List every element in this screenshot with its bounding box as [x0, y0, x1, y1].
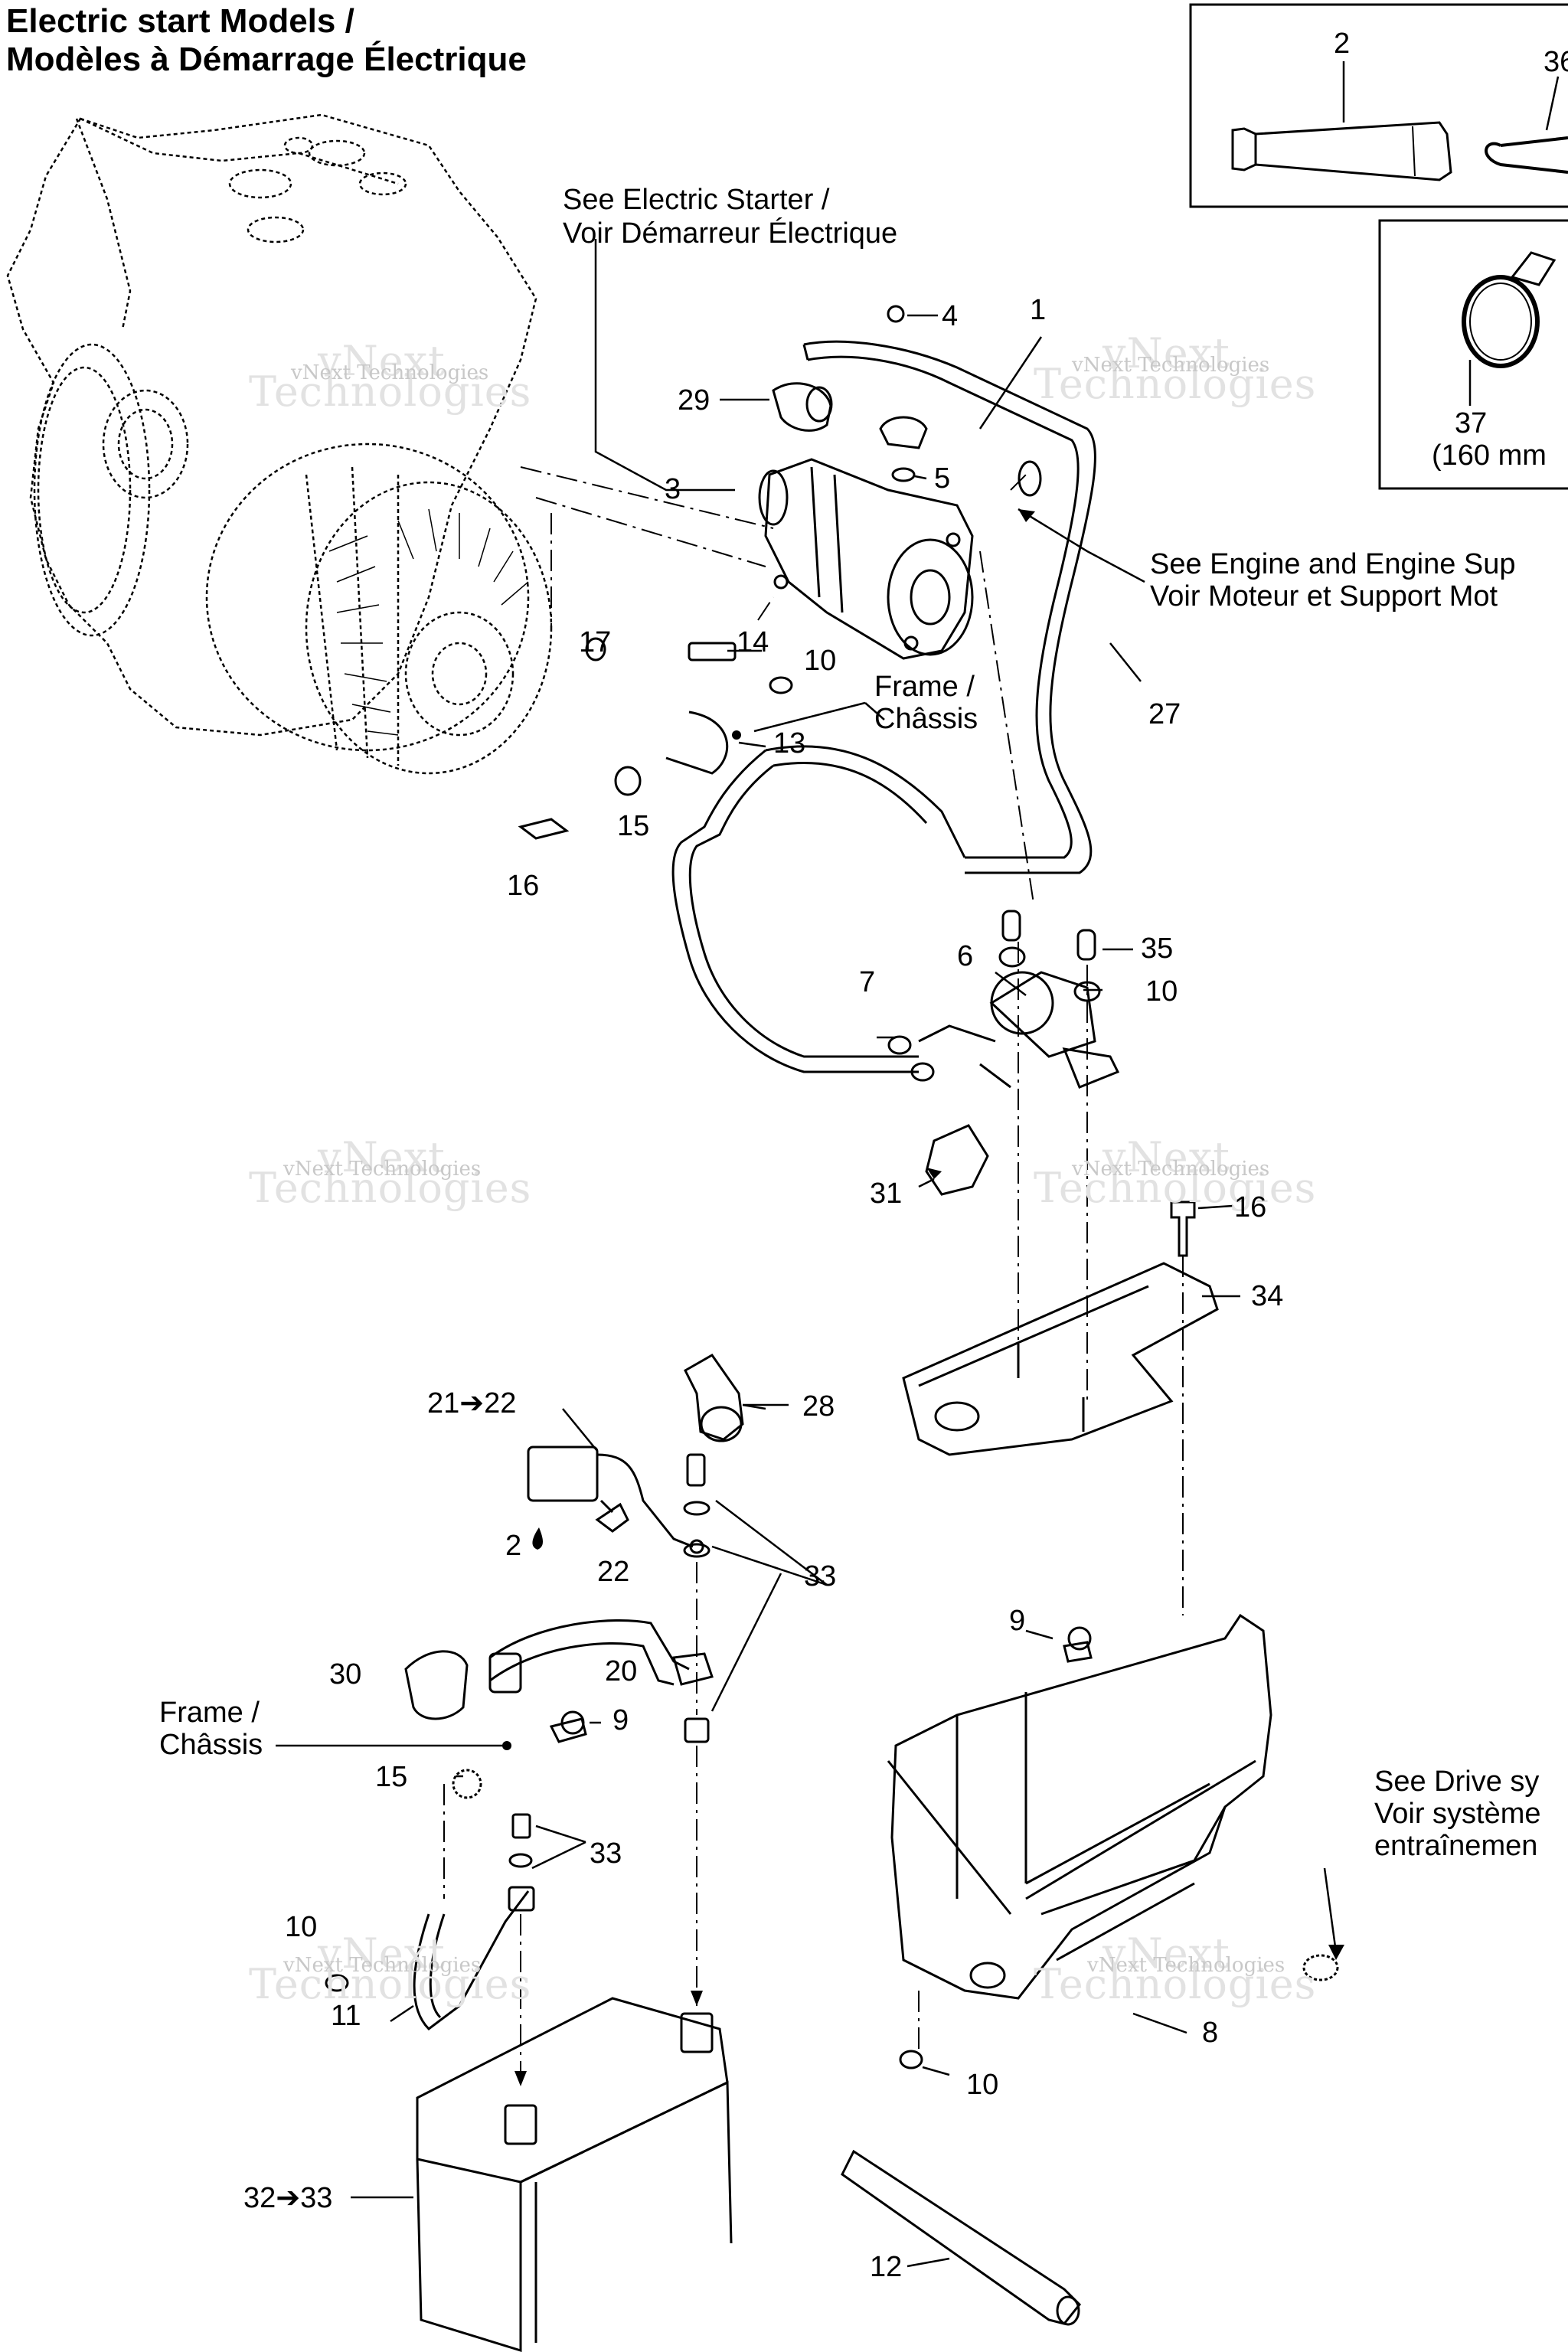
callout-12: 12	[870, 2251, 903, 2283]
inset-box-clamp	[1378, 219, 1568, 490]
callout-22: 22	[597, 1556, 630, 1588]
callout-33: 33	[590, 1838, 622, 1870]
callout-35: 35	[1141, 933, 1174, 965]
callout-17: 17	[579, 626, 612, 658]
note-engine-line2: Voir Moteur et Support Mot	[1150, 580, 1498, 612]
drive-ref-drawing	[1302, 1954, 1339, 1981]
callout-2: 2	[1334, 28, 1351, 60]
boot-28-drawing	[684, 1354, 744, 1442]
callout-16: 16	[1234, 1191, 1267, 1223]
callout-14: 14	[737, 626, 769, 658]
callout-10: 10	[966, 2069, 999, 2101]
bracket-34-drawing	[902, 1262, 1219, 1456]
callout-6: 6	[957, 940, 974, 972]
bolt-16b-drawing	[1170, 1200, 1196, 1257]
callout-31: 31	[870, 1178, 903, 1210]
engine-fan-fins	[328, 508, 529, 736]
solenoid-6-drawing	[887, 910, 1120, 1089]
starter-motor-drawing	[758, 458, 974, 660]
tube-12-drawing	[841, 2149, 1082, 2326]
callout-9: 9	[612, 1704, 629, 1736]
callout-5: 5	[934, 462, 951, 495]
callout-29: 29	[678, 384, 710, 416]
page-title-line2: Modèles à Démarrage Électrique	[6, 41, 527, 78]
callout-27: 27	[1148, 698, 1181, 730]
callout-1: 1	[1030, 294, 1047, 326]
nut-10d-drawing	[899, 2050, 923, 2069]
callout-11: 11	[331, 2000, 361, 2032]
alignment-lines	[443, 466, 1184, 2082]
callout-9: 9	[1009, 1605, 1026, 1637]
callout-34: 34	[1251, 1280, 1284, 1312]
callout-28: 28	[802, 1390, 835, 1423]
note-drive-line2: Voir système	[1374, 1798, 1541, 1830]
harness-21-22-drawing	[527, 1446, 704, 1554]
note-engine-line1: See Engine and Engine Sup	[1150, 548, 1516, 580]
note-starter-line2: Voir Démarreur Électrique	[563, 217, 898, 250]
note-size-37: (160 mm	[1432, 439, 1547, 472]
leader-lines	[276, 61, 1560, 2268]
cable-20-drawing	[488, 1619, 714, 1694]
leader-arrowheads	[502, 509, 1344, 2086]
callout-36: 36	[1544, 46, 1568, 78]
note-frame-b-line2: Châssis	[159, 1729, 263, 1761]
callout-20: 20	[605, 1655, 638, 1687]
callout-3: 3	[665, 473, 681, 505]
note-frame-a-line1: Frame /	[874, 671, 975, 703]
note-drive-line3: entraînemen	[1374, 1830, 1538, 1862]
callout-16: 16	[507, 870, 540, 902]
callout-7: 7	[859, 966, 876, 998]
callout-32-33: 32➔33	[243, 2182, 333, 2214]
bolt-9b-drawing	[1063, 1626, 1093, 1663]
callout-13: 13	[773, 727, 806, 760]
callout-21-22: 21➔22	[427, 1387, 517, 1419]
callout-10: 10	[804, 645, 837, 677]
callout-2: 2	[505, 1530, 522, 1562]
callout-8: 8	[1202, 2017, 1219, 2049]
callout-4: 4	[942, 300, 959, 332]
small-hardware	[518, 305, 1042, 840]
callout-15: 15	[617, 810, 650, 842]
note-frame-b-line1: Frame /	[159, 1697, 260, 1729]
battery-box-8-drawing	[887, 1613, 1272, 2000]
boot-31-drawing	[925, 1124, 989, 1196]
callout-10: 10	[285, 1911, 318, 1943]
cable-27-drawing	[802, 340, 1096, 874]
bolt-9-drawing	[452, 1710, 587, 1799]
callout-15: 15	[375, 1761, 408, 1793]
callout-33: 33	[804, 1560, 837, 1592]
note-starter-line1: See Electric Starter /	[563, 184, 830, 216]
boot-29-drawing	[772, 382, 833, 432]
note-frame-a-line2: Châssis	[874, 703, 978, 735]
inset-box-top	[1189, 3, 1568, 208]
callout-10: 10	[1145, 975, 1178, 1008]
engine-outline	[6, 113, 553, 775]
hardware-33-drawing	[508, 1453, 710, 1912]
battery-32-drawing	[416, 1997, 733, 2352]
cable-13-drawing	[665, 710, 966, 1073]
boot-30-drawing	[404, 1650, 469, 1720]
callout-37: 37	[1455, 407, 1488, 439]
page-title-line1: Electric start Models /	[6, 2, 354, 40]
note-drive-line1: See Drive sy	[1374, 1766, 1540, 1798]
callout-30: 30	[329, 1658, 362, 1690]
cable-11-drawing	[325, 1890, 530, 2030]
